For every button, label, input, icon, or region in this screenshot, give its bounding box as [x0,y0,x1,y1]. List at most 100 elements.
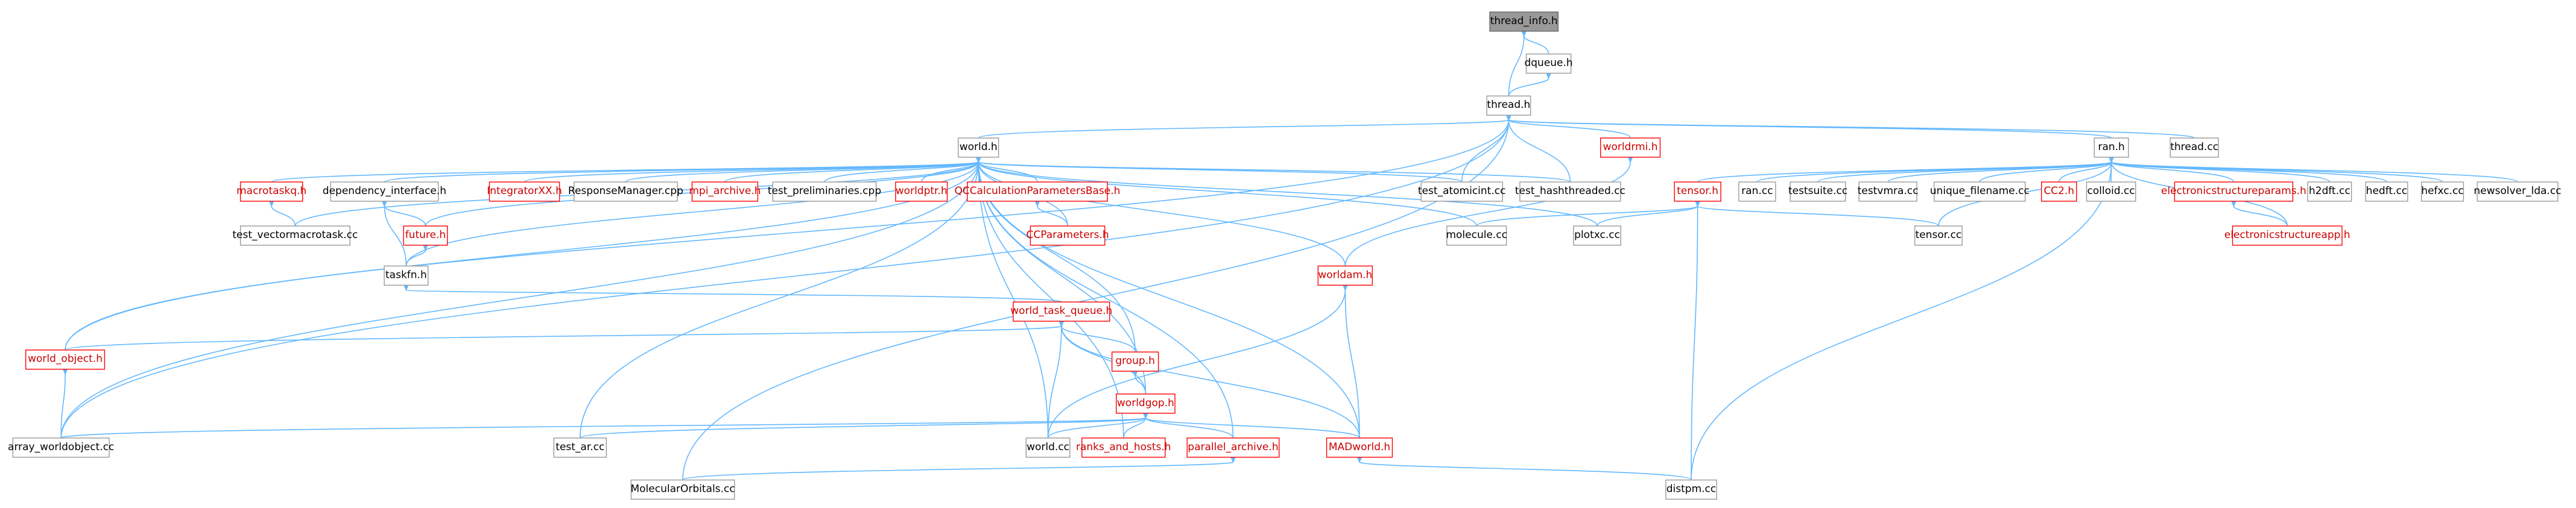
graph-node-test-ar-cc[interactable]: test_ar.cc [553,437,607,458]
graph-node-electronicstructureparams-h[interactable]: electronicstructureparams.h [2161,181,2306,202]
graph-node-molecule-cc[interactable]: molecule.cc [1446,225,1507,246]
graph-node-worldrmi-h[interactable]: worldrmi.h [1600,137,1661,158]
node-box [1573,225,1621,246]
node-label: test_atomicint.cc [1418,185,1506,197]
edge-parallel-archive-h-to-world-h [975,155,1234,438]
edge-MADworld-h-to-worldgop-h [1142,412,1360,439]
edge-worldgop-h-to-world-task-queue-h [1058,320,1147,394]
edge-unique-filename-cc-to-ran-h [1979,155,2115,183]
graph-node-ResponseManager-cpp[interactable]: ResponseManager.cpp [568,181,683,202]
node-label: electronicstructureapp.h [2224,229,2350,241]
graph-node-colloid-cc[interactable]: colloid.cc [2086,181,2136,202]
graph-node-CCParameters-h[interactable]: CCParameters.h [1026,225,1109,246]
edge-worldam-h-to-world-h [975,155,1346,266]
edge-plotxc-cc-to-tensor-h [1597,199,1701,227]
graph-node-mpi-archive-h[interactable]: mpi_archive.h [689,181,761,202]
node-label: test_hashthreaded.cc [1515,185,1625,197]
graph-node-test-preliminaries-cpp[interactable]: test_preliminaries.cpp [768,181,881,202]
graph-node-CC2-h[interactable]: CC2.h [2041,181,2077,202]
graph-node-plotxc-cc[interactable]: plotxc.cc [1573,225,1621,246]
graph-node-world-h[interactable]: world.h [958,137,999,158]
graph-node-future-h[interactable]: future.h [403,225,448,246]
edge-group-h-to-world-task-queue-h [1058,319,1136,353]
node-label: molecule.cc [1446,229,1507,241]
edge-dqueue-h-to-thread-info-h [1521,30,1549,54]
node-box [2365,181,2408,202]
graph-node-macrotaskq-h[interactable]: macrotaskq.h [236,181,306,202]
graph-node-worldptr-h[interactable]: worldptr.h [895,181,948,202]
graph-node-testsuite-cc[interactable]: testsuite.cc [1788,181,1847,202]
node-label: ResponseManager.cpp [568,185,683,197]
node-box [384,265,429,286]
graph-node-taskfn-h[interactable]: taskfn.h [384,265,429,286]
edge-testvmra-cc-to-ran-h [1887,155,2115,183]
edge-thread-cc-to-thread-h [1505,113,2195,139]
node-label: electronicstructureparams.h [2161,185,2306,197]
node-label: unique_filename.cc [1930,185,2030,197]
node-label: IntegratorXX.h [487,185,562,197]
graph-node-dependency-interface-h[interactable]: dependency_interface.h [323,181,446,202]
edge-MADworld-h-to-world-h [975,155,1360,438]
graph-node-ranks-and-hosts-h[interactable]: ranks_and_hosts.h [1076,437,1171,458]
edge-test-ar-cc-to-world-h [580,155,982,438]
graph-node-h2dft-cc[interactable]: h2dft.cc [2307,181,2352,202]
graph-node-ran-cc[interactable]: ran.cc [1738,181,1776,202]
graph-node-hedft-cc[interactable]: hedft.cc [2365,181,2408,202]
graph-node-hefxc-cc[interactable]: hefxc.cc [2421,181,2464,202]
node-box [772,181,877,202]
node-label: group.h [1115,355,1155,367]
graph-node-tensor-h[interactable]: tensor.h [1674,181,1721,202]
edge-thread-h-to-dqueue-h [1508,72,1552,96]
graph-node-thread-cc[interactable]: thread.cc [2169,137,2219,158]
graph-node-electronicstructureapp-h[interactable]: electronicstructureapp.h [2224,225,2350,246]
node-box [489,181,560,202]
node-box [2086,181,2136,202]
edge-tensor-cc-to-tensor-h [1694,199,1939,227]
edge-test-hashthreaded-cc-to-thread-h [1505,114,1571,183]
node-label: tensor.h [1677,185,1718,197]
graph-node-worldgop-h[interactable]: worldgop.h [1116,394,1176,414]
node-label: ranks_and_hosts.h [1076,441,1171,453]
edge-world-object-h-to-world-task-queue-h [65,319,1065,351]
node-box [1446,225,1507,246]
edge-tensor-h-to-ran-h [1697,155,2115,183]
edge-ranks-and-hosts-h-to-worldgop-h [1123,412,1149,438]
graph-node-world-object-h[interactable]: world_object.h [25,350,106,370]
graph-node-QCCalculationParametersBase-h[interactable]: QCCalculationParametersBase.h [954,181,1120,202]
graph-node-world-cc[interactable]: world.cc [1025,437,1071,458]
graph-node-dqueue-h[interactable]: dqueue.h [1524,53,1573,74]
edge-molecule-cc-to-tensor-h [1476,199,1701,227]
node-label: world.h [960,141,998,153]
graph-node-parallel-archive-h[interactable]: parallel_archive.h [1186,437,1280,458]
graph-node-distpm-cc[interactable]: distpm.cc [1665,479,1717,500]
node-box [1081,437,1166,458]
graph-node-ran-h[interactable]: ran.h [2093,137,2129,158]
graph-node-newsolver-lda-cc[interactable]: newsolver_lda.cc [2473,181,2562,202]
node-box [1186,437,1280,458]
graph-node-unique-filename-cc[interactable]: unique_filename.cc [1930,181,2030,202]
edge-test-preliminaries-cpp-to-world-h [824,155,982,183]
graph-node-test-atomicint-cc[interactable]: test_atomicint.cc [1418,181,1506,202]
edge-world-h-to-thread-h [978,113,1513,139]
edge-electronicstructureapp-h-to-electronicstructureparams-h [2230,199,2288,227]
graph-node-test-hashthreaded-cc[interactable]: test_hashthreaded.cc [1515,181,1625,202]
graph-node-IntegratorXX-h[interactable]: IntegratorXX.h [487,181,562,202]
node-label: tensor.cc [1916,229,1962,241]
edge-electronicstructureparams-h-to-ran-h [2108,155,2235,183]
graph-node-testvmra-cc[interactable]: testvmra.cc [1858,181,1919,202]
graph-node-group-h[interactable]: group.h [1111,351,1159,372]
graph-node-worldam-h[interactable]: worldam.h [1317,265,1373,286]
graph-node-MADworld-h[interactable]: MADworld.h [1326,437,1393,458]
edge-distpm-cc-to-ran-h [1691,155,2115,480]
graph-node-array-worldobject-cc[interactable]: array_worldobject.cc [8,437,114,458]
graph-node-MolecularOrbitals-cc[interactable]: MolecularOrbitals.cc [630,479,735,500]
node-box [1519,181,1621,202]
graph-node-thread-info-h[interactable]: thread_info.h [1489,11,1559,32]
edge-test-ar-cc-to-worldgop-h [580,412,1150,439]
graph-node-world-task-queue-h[interactable]: world_task_queue.h [1010,301,1112,322]
node-box [2476,181,2559,202]
graph-node-thread-h[interactable]: thread.h [1486,95,1531,116]
graph-node-test-vectormacrotask-cc[interactable]: test_vectormacrotask.cc [232,225,358,246]
graph-node-tensor-cc[interactable]: tensor.cc [1914,225,1963,246]
